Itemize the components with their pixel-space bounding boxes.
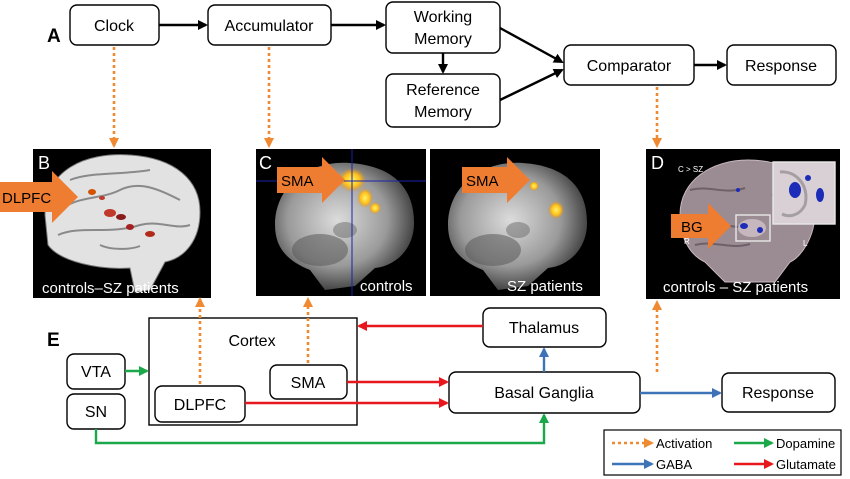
response-box-a: Response [726,44,837,86]
panel-c-left-tag: SMA [281,173,314,190]
reference-memory-line1: Reference [406,82,480,99]
working-memory-line1: Working [414,9,472,26]
panel-d-tag: BG [681,219,703,236]
panel-d-callout-arrow [671,203,731,249]
working-memory-box: Working Memory [385,1,501,54]
dlpfc-box: DLPFC [154,385,246,423]
legend-gaba-label: GABA [656,457,692,472]
dopamine-arrow-sn-basal-ganglia [94,413,549,445]
panel-c-right-tag: SMA [466,173,499,190]
legend-glutamate-label: Glutamate [776,457,836,472]
panel-b-caption: controls–SZ patients [42,280,179,297]
cortex-label: Cortex [228,333,275,350]
panel-c-left-callout-arrow [277,157,345,203]
basal-ganglia-label: Basal Ganglia [494,385,594,402]
sn-box: SN [66,393,126,430]
panel-c-right-caption: SZ patients [507,278,583,295]
vta-box: VTA [66,353,126,390]
clock-label: Clock [94,18,135,35]
legend: Activation Dopamine GABA Glutamate [603,429,842,476]
panel-c-right-image [430,149,600,296]
panel-d-side-r: R [684,237,690,246]
panel-b-image [33,149,211,298]
sma-label: SMA [291,375,326,392]
panel-c-left-image [256,149,426,296]
panel-d-image [646,149,840,299]
vta-label: VTA [81,364,111,381]
comparator-label: Comparator [587,58,672,75]
panel-b-tag: DLPFC [2,190,51,207]
reference-memory-box: Reference Memory [385,73,501,128]
panel-b-callout-arrow [0,171,78,223]
working-memory-line2: Memory [414,31,472,48]
panel-d-letter: D [651,153,664,173]
reference-memory-line2: Memory [414,104,472,121]
accumulator-box: Accumulator [207,4,332,46]
arrow-reference-comparator [499,68,564,102]
response-box-e: Response [721,372,836,413]
comparator-box: Comparator [563,44,695,86]
response-label-a: Response [745,58,817,75]
sn-label: SN [85,404,107,421]
panel-c-letter: C [259,153,272,173]
panel-c-left-caption: controls [360,278,413,295]
panel-e-letter: E [47,330,60,351]
panel-d-caption: controls – SZ patients [663,279,808,296]
legend-activation-label: Activation [656,436,712,451]
panel-d-side-l: L [803,239,808,248]
response-label-e: Response [742,385,814,402]
accumulator-label: Accumulator [225,18,315,35]
clock-box: Clock [69,4,160,46]
panel-d-contrast: C > SZ [678,165,703,174]
panel-b-letter: B [38,153,50,173]
thalamus-box: Thalamus [482,307,607,348]
legend-dopamine-label: Dopamine [776,436,835,451]
panel-c-right-callout-arrow [462,157,530,203]
dlpfc-label: DLPFC [174,397,226,414]
thalamus-label: Thalamus [509,320,579,337]
panel-a-letter: A [47,26,61,47]
basal-ganglia-box: Basal Ganglia [448,371,641,414]
sma-box: SMA [269,364,348,400]
arrow-working-comparator [499,26,564,64]
